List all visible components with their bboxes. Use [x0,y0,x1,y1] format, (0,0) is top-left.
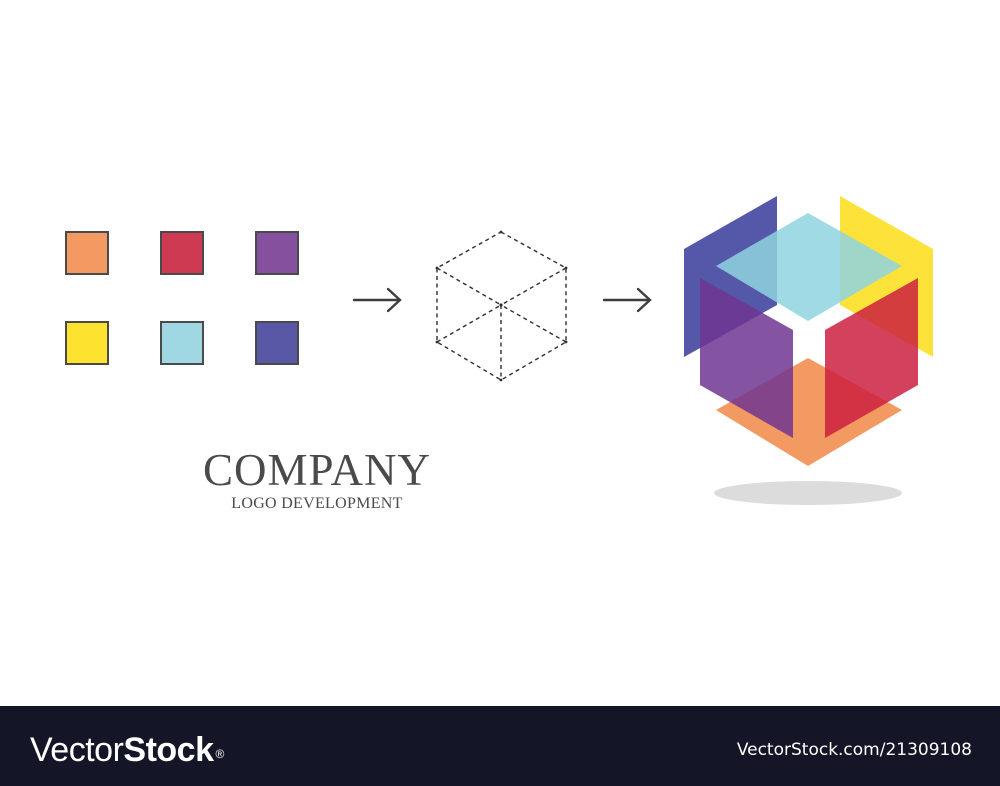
artboard: COMPANY LOGO DEVELOPMENT [65,196,933,512]
top-diamond [716,213,902,321]
logo-text-bold: Stock [123,731,214,769]
registered-mark-icon: ® [215,747,224,761]
arrow-right-icon [352,287,402,313]
color-swatch-purple [255,231,299,275]
image-id-link[interactable]: VectorStock.com/21309108 [736,740,972,760]
logo-shadow [714,481,902,505]
brand-title: COMPANY [203,445,431,495]
wireframe-cube-icon [436,231,567,381]
brand-subtitle: LOGO DEVELOPMENT [231,495,403,512]
front-right-panel [825,278,918,438]
footer-bar: VectorStock® VectorStock.com/21309108 [0,706,1000,786]
logo-text-light: Vector [30,731,124,769]
color-swatch-red [160,231,204,275]
wireframe-vertices [435,230,568,382]
color-swatch-orange [65,231,109,275]
vectorstock-logo: VectorStock® [30,730,224,770]
arrow-right-icon [602,287,652,313]
cube-logo [684,196,933,505]
color-swatch-light-blue [160,321,204,365]
front-left-panel [700,278,793,438]
logo-artwork [352,196,933,505]
color-swatch-indigo [255,321,299,365]
color-swatch-yellow [65,321,109,365]
